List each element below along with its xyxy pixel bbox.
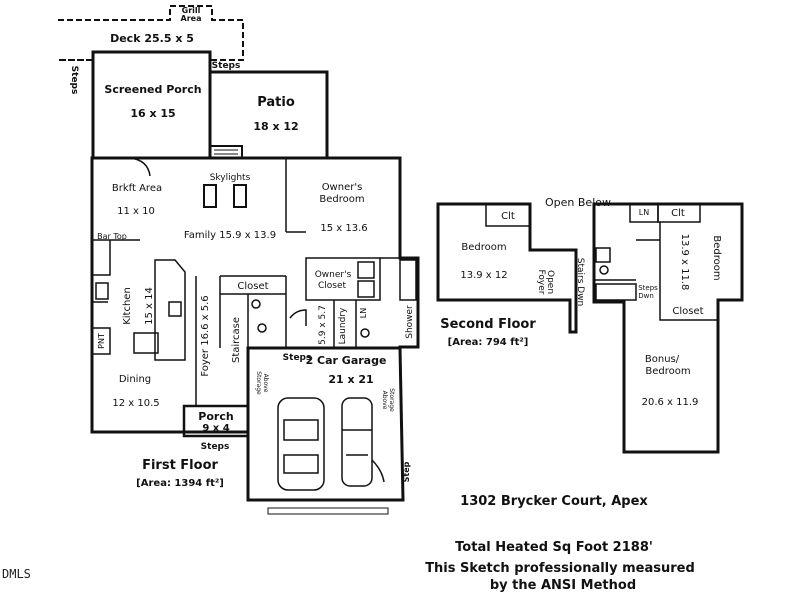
ansi-line2: by the ANSI Method bbox=[490, 578, 636, 593]
clt-left-label: Clt bbox=[501, 211, 515, 222]
bedroom-left-label: Bedroom bbox=[461, 242, 506, 253]
shower-label: Shower bbox=[405, 305, 415, 339]
grill-label-line2: Area bbox=[181, 14, 202, 23]
staircase-label: Staircase bbox=[231, 317, 242, 363]
storage-right-line2: Above bbox=[381, 391, 388, 410]
grill-vent bbox=[209, 145, 243, 159]
step-right-label: Step bbox=[402, 461, 411, 482]
bar-top-label: Bar Top bbox=[97, 232, 127, 241]
garage-label: 2 Car Garage bbox=[306, 354, 387, 367]
garage-car-right bbox=[341, 397, 373, 487]
bedroom-right-label: Bedroom bbox=[711, 235, 722, 280]
clt-right-label: Clt bbox=[671, 208, 685, 219]
second-floor-right-wing bbox=[592, 202, 744, 454]
screened-porch-dim: 16 x 15 bbox=[130, 107, 175, 120]
garage-outline bbox=[246, 346, 405, 502]
ln-second-label: LN bbox=[639, 208, 649, 217]
bonus-dim: 20.6 x 11.9 bbox=[642, 397, 699, 408]
owners-bedroom-line2: Bedroom bbox=[319, 194, 364, 205]
skylights-label: Skylights bbox=[210, 173, 251, 183]
owners-closet-line1: Owner's bbox=[315, 270, 352, 280]
porch-box bbox=[182, 404, 250, 438]
brkft-area-label: Brkft Area bbox=[112, 183, 162, 194]
bedroom-left-dim: 13.9 x 12 bbox=[460, 270, 507, 281]
screened-porch-room bbox=[91, 50, 212, 160]
kitchen-dim: 15 x 14 bbox=[144, 287, 155, 325]
steps-dwn-line1: Steps bbox=[638, 284, 658, 292]
steps-left-label: Steps bbox=[69, 66, 79, 95]
owners-bedroom-dim: 15 x 13.6 bbox=[320, 223, 367, 234]
second-floor-left-wing bbox=[436, 202, 578, 334]
grill-label-line1: Grill bbox=[182, 6, 201, 15]
steps-top-label: Steps bbox=[212, 61, 241, 71]
porch-dim: 9 x 4 bbox=[202, 423, 229, 434]
brkft-dim: 11 x 10 bbox=[117, 206, 155, 217]
deck-outline bbox=[58, 5, 244, 61]
lin-label: LN bbox=[359, 308, 368, 318]
second-floor-area: [Area: 794 ft²] bbox=[448, 337, 529, 348]
dining-label: Dining bbox=[119, 374, 151, 385]
closet-first-label: Closet bbox=[237, 281, 268, 292]
dining-dim: 12 x 10.5 bbox=[112, 398, 159, 409]
second-floor-title: Second Floor bbox=[440, 317, 536, 332]
steps-porch-label: Steps bbox=[201, 442, 230, 452]
steps-garage-label: Steps bbox=[283, 353, 312, 363]
deck-label: Deck 25.5 x 5 bbox=[110, 32, 194, 45]
owners-closet-line2: Closet bbox=[318, 281, 347, 291]
first-floor-title: First Floor bbox=[142, 458, 218, 473]
total-sqft-label: Total Heated Sq Foot 2188' bbox=[455, 540, 653, 555]
bonus-line2: Bedroom bbox=[645, 366, 690, 377]
kitchen-label: Kitchen bbox=[122, 287, 133, 325]
steps-dwn-line2: Dwn bbox=[638, 292, 654, 300]
open-foyer-line1: Open bbox=[545, 270, 555, 294]
watermark-label: DMLS bbox=[2, 567, 31, 581]
family-label: Family 15.9 x 13.9 bbox=[184, 230, 276, 241]
bonus-line1: Bonus/ bbox=[645, 354, 680, 365]
patio-dim: 18 x 12 bbox=[253, 120, 298, 133]
owners-bedroom-line1: Owner's bbox=[322, 182, 363, 193]
address-label: 1302 Brycker Court, Apex bbox=[460, 494, 648, 509]
storage-left-line2: Above bbox=[262, 374, 269, 393]
driveway-strip bbox=[267, 507, 389, 515]
open-foyer-line2: Foyer bbox=[536, 270, 546, 295]
storage-left-line1: Storage bbox=[255, 371, 262, 395]
pnt-label: PNT bbox=[97, 333, 106, 349]
patio-label: Patio bbox=[257, 95, 295, 110]
first-floor-outline bbox=[90, 156, 420, 434]
garage-dim: 21 x 21 bbox=[328, 373, 373, 386]
first-floor-area: [Area: 1394 ft²] bbox=[136, 478, 224, 489]
ansi-line1: This Sketch professionally measured bbox=[425, 561, 695, 576]
open-below-label: Open Below bbox=[545, 196, 611, 209]
closet-second-label: Closet bbox=[672, 306, 703, 317]
screened-porch-label: Screened Porch bbox=[104, 83, 201, 96]
laundry-label: Laundry bbox=[338, 307, 348, 344]
porch-label: Porch bbox=[198, 410, 233, 423]
stairs-dn-label: Stairs Dwn bbox=[575, 258, 585, 307]
laundry-dim: 5.9 x 5.7 bbox=[318, 305, 328, 345]
garage-car-left bbox=[277, 397, 325, 491]
storage-right-line1: Storage bbox=[388, 388, 395, 412]
foyer-label: Foyer 16.6 x 5.6 bbox=[200, 295, 211, 376]
bedroom-right-dim: 13.9 x 11.8 bbox=[679, 234, 690, 291]
